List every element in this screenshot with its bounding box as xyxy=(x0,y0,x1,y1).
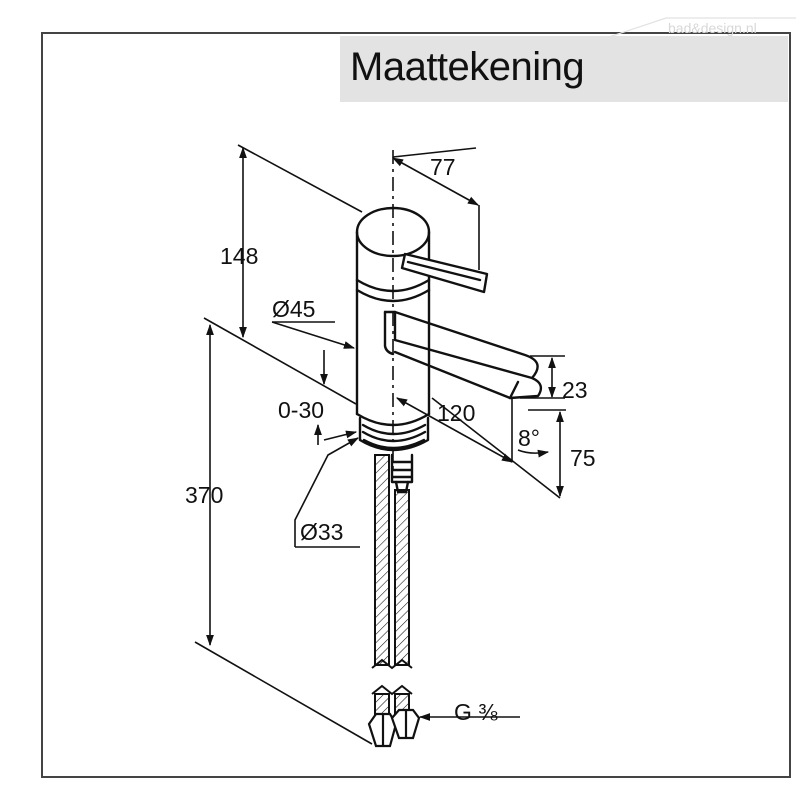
watermark-logo xyxy=(605,17,796,39)
faucet-body xyxy=(355,206,543,494)
dim-diameter-45-label: Ø45 xyxy=(272,296,315,322)
dim-0-30-label: 0-30 xyxy=(278,397,324,423)
page-title: Maattekening xyxy=(350,45,585,89)
dimension-labels: 77 148 Ø45 0-30 370 Ø33 120 23 8° 75 G ⅜ xyxy=(185,154,596,725)
dimension-lines xyxy=(194,144,566,745)
thread-size-label: G ⅜ xyxy=(454,699,498,725)
dim-148-label: 148 xyxy=(220,243,258,269)
hose-nuts xyxy=(367,708,421,748)
dim-120-label: 120 xyxy=(437,400,475,426)
drawing-frame xyxy=(41,32,791,778)
dim-75-label: 75 xyxy=(570,445,596,471)
watermark-text: bad&design.nl xyxy=(668,20,757,36)
dim-diameter-33-label: Ø33 xyxy=(300,519,343,545)
dim-370-label: 370 xyxy=(185,482,223,508)
dim-23-label: 23 xyxy=(562,377,588,403)
dim-77-label: 77 xyxy=(430,154,456,180)
title-bar xyxy=(340,36,788,102)
braided-hoses xyxy=(371,454,413,717)
dim-8-degree-label: 8° xyxy=(518,425,540,451)
